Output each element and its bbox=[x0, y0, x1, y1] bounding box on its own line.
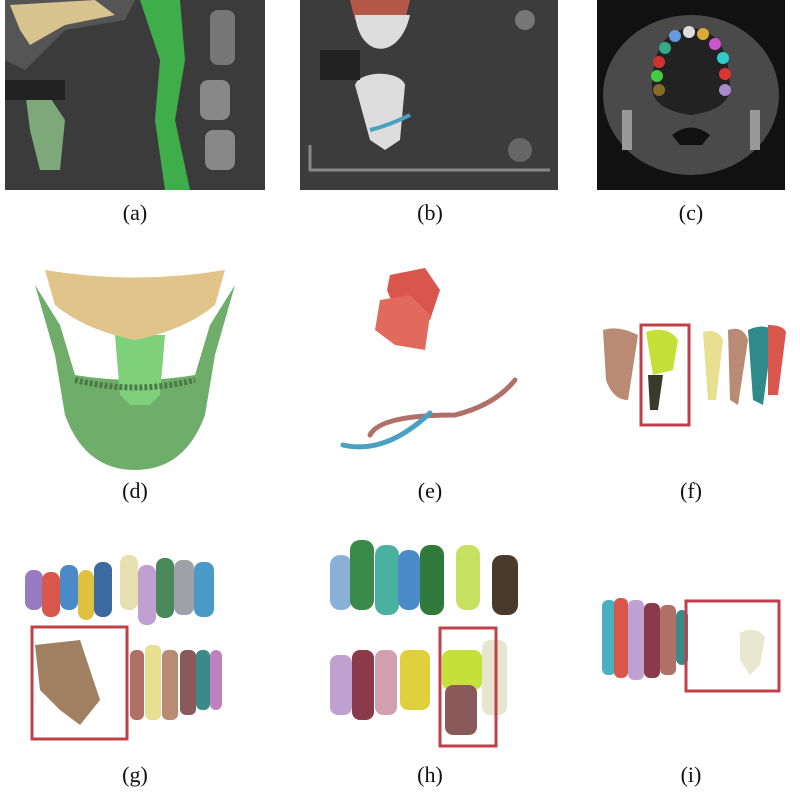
panel-i-isolated-tooth bbox=[600, 595, 785, 695]
panel-e-label: (e) bbox=[417, 478, 443, 503]
panel-f-teeth-row bbox=[598, 320, 788, 430]
lower-teeth bbox=[35, 640, 222, 725]
panel-b-label: (b) bbox=[417, 200, 443, 225]
panel-h-label: (h) bbox=[417, 762, 443, 787]
upper-teeth bbox=[25, 555, 214, 625]
panel-a-label: (a) bbox=[122, 200, 148, 225]
highlight-box bbox=[639, 323, 691, 427]
colored-tooth-labels bbox=[651, 26, 731, 96]
panel-g-full-dentition bbox=[20, 550, 235, 745]
highlight-box bbox=[30, 625, 129, 741]
panel-h-full-dentition bbox=[320, 520, 530, 750]
panel-g-label: (g) bbox=[122, 762, 148, 787]
panel-d-3d-jaw bbox=[25, 265, 245, 470]
panel-b-sagittal-ct-teeth bbox=[300, 0, 558, 190]
panel-d-label: (d) bbox=[122, 478, 148, 503]
panel-c-axial-ct bbox=[597, 0, 785, 190]
upper-teeth bbox=[330, 540, 518, 615]
highlight-box bbox=[438, 626, 498, 748]
panel-e-segmented-structures bbox=[335, 265, 525, 455]
panel-a-sagittal-ct bbox=[5, 0, 265, 190]
highlight-box bbox=[684, 599, 781, 693]
panel-i-label: (i) bbox=[680, 762, 702, 787]
panel-f-label: (f) bbox=[680, 478, 702, 503]
lower-teeth bbox=[330, 640, 507, 735]
panel-c-label: (c) bbox=[678, 200, 704, 225]
